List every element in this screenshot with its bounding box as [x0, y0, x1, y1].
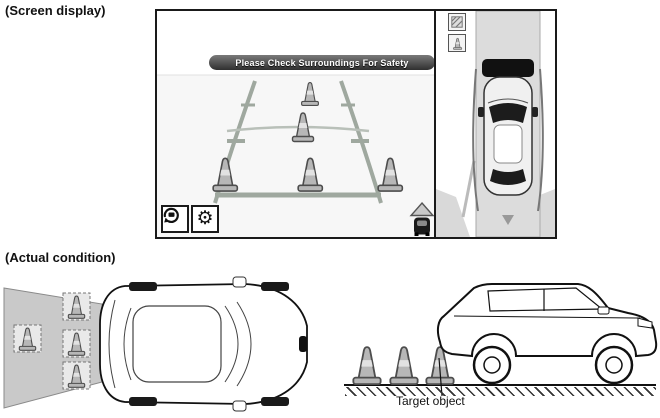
front-sensor: [299, 336, 307, 352]
gear-icon: ⚙: [196, 208, 214, 229]
cone-icon: [389, 346, 419, 386]
view-switch-icon: [163, 207, 179, 223]
screen-display-label: (Screen display): [5, 3, 106, 18]
wheel: [261, 397, 289, 406]
side-mirror: [232, 400, 247, 412]
vehicle-top-view: [99, 276, 308, 412]
settings-button[interactable]: ⚙: [191, 205, 219, 233]
sonar-marker: [502, 215, 514, 225]
zone-cones: [13, 292, 91, 390]
rear-camera-view: Please Check Surroundings For Safety: [157, 11, 434, 237]
wheel: [261, 282, 289, 291]
beltline: [453, 315, 641, 319]
screen-toolbar: ⚙: [161, 205, 219, 233]
wheel: [129, 282, 157, 291]
vehicle-rear-sensor-icon: [409, 201, 434, 236]
warning-banner-text: Please Check Surroundings For Safety: [235, 57, 409, 68]
ground-cones: [352, 346, 455, 386]
ground-hatching: [345, 387, 656, 396]
top-down-view: [434, 10, 555, 238]
windshield-line: [224, 305, 239, 383]
vehicle-side-view: [436, 283, 658, 385]
cone-indicator: [448, 34, 466, 52]
side-mirror: [597, 306, 610, 315]
own-vehicle-top: [478, 76, 538, 196]
striped-obstacle-icon: [451, 16, 463, 28]
traffic-cone-icon: [452, 37, 462, 50]
view-switch-button[interactable]: [161, 205, 189, 233]
actual-condition-label: (Actual condition): [5, 250, 116, 265]
detection-overlay-band: [482, 59, 534, 77]
side-mirror: [532, 107, 538, 117]
ground-wedge: [436, 189, 470, 237]
headlight: [637, 317, 653, 329]
roof: [132, 305, 222, 383]
camera-scene: [157, 74, 434, 237]
obstacle-indicator: [448, 13, 466, 31]
side-guide-line: [537, 68, 544, 212]
cone-icon: [352, 346, 382, 386]
rear-window-line: [123, 307, 132, 381]
camera-screen: Please Check Surroundings For Safety: [155, 9, 557, 239]
wheel: [129, 397, 157, 406]
side-mirror: [478, 107, 484, 117]
side-guide-line: [472, 68, 479, 212]
actual-condition-side-view: [344, 283, 658, 397]
target-object-label: Target object: [396, 394, 465, 408]
actual-condition-top-view: [3, 276, 308, 412]
side-mirror: [232, 276, 247, 288]
warning-banner: Please Check Surroundings For Safety: [209, 55, 434, 70]
